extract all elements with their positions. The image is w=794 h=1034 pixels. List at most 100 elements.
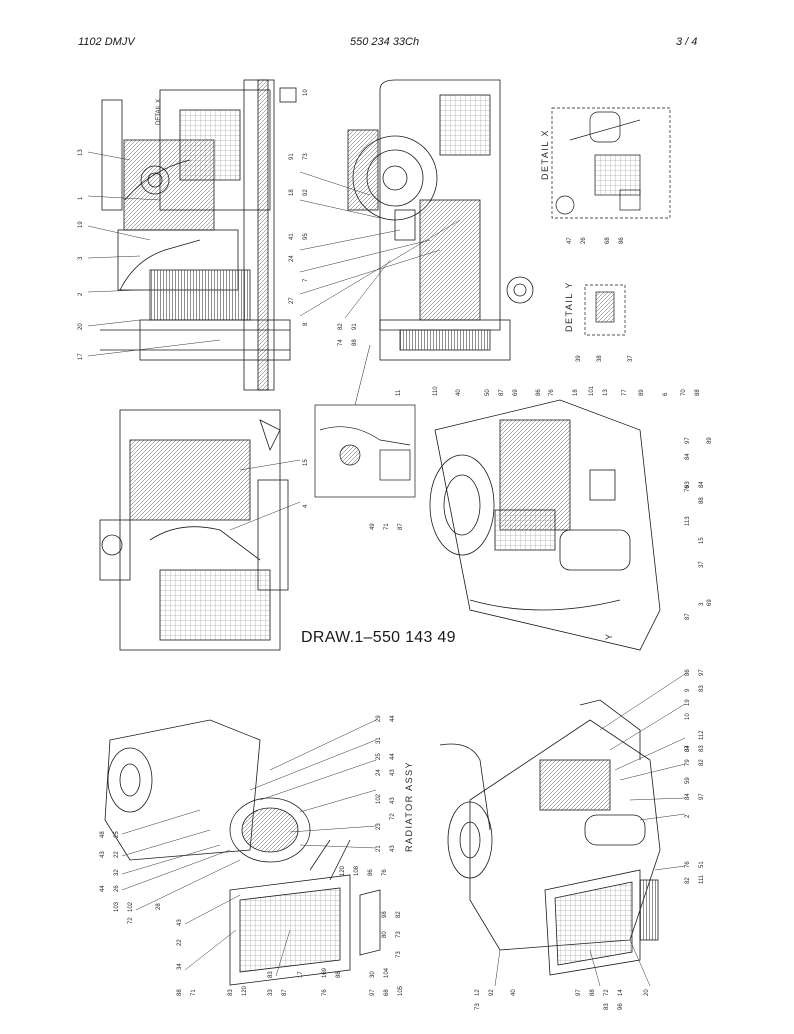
callout-label: 32 (114, 869, 120, 876)
callout-label: 15 (303, 459, 309, 466)
callout-label: 9 (685, 688, 691, 692)
callout-label: 97 (370, 989, 376, 996)
callout-label: 17 (298, 971, 304, 978)
callout-label: 87 (685, 745, 691, 752)
callout-label: 19 (78, 221, 84, 228)
drawing-title: DRAW.1–550 143 49 (301, 629, 456, 646)
callout-label: 71 (384, 523, 390, 530)
callout-label: 72 (128, 917, 134, 924)
callout-label: 98 (382, 911, 388, 918)
callout-label: 88 (336, 971, 342, 978)
callout-label: 12 (475, 989, 481, 996)
callout-label: 59 (685, 777, 691, 784)
callout-label: 73 (396, 951, 402, 958)
callout-label: 169 (322, 967, 328, 978)
callout-label: 83 (268, 971, 274, 978)
callout-label: 11 (396, 389, 402, 396)
header-model: 1102 DMJV (78, 36, 135, 48)
callout-label: 76 (685, 861, 691, 868)
callout-label: 44 (390, 715, 396, 722)
callout-label: 13 (78, 149, 84, 156)
header-part-number: 550 234 33Ch (350, 36, 420, 48)
callout-label: 82 (685, 877, 691, 884)
callout-label: 20 (644, 989, 650, 996)
radiator-title: RADIATOR ASSY (404, 761, 414, 852)
label-group-inset: 11 49 71 87 (370, 389, 404, 530)
callout-label: 96 (618, 1003, 624, 1010)
callout-label: 104 (384, 967, 390, 978)
callout-label: 80 (382, 931, 388, 938)
callout-label: 71 (191, 989, 197, 996)
view-inset (314, 344, 416, 498)
callout-label: 14 (618, 989, 624, 996)
callout-label: 77 (622, 389, 628, 396)
callout-label: 18 (289, 189, 295, 196)
callout-label: 25 (376, 753, 382, 760)
callout-label: 105 (398, 985, 404, 996)
callout-label: 101 (589, 385, 595, 396)
callout-label: 31 (376, 737, 382, 744)
callout-label: 44 (390, 753, 396, 760)
callout-label: 17 (78, 353, 84, 360)
callout-label: 82 (396, 911, 402, 918)
callout-label: 43 (100, 851, 106, 858)
callout-label: 88 (177, 989, 183, 996)
callout-label: 50 (485, 389, 491, 396)
view-isometric-lower (439, 699, 661, 976)
callout-label: 13 (603, 389, 609, 396)
callout-label: 10 (303, 89, 309, 96)
callout-label: 76 (685, 485, 691, 492)
callout-label: 76 (549, 389, 555, 396)
callout-label: 2 (78, 292, 84, 296)
callout-label: 26 (114, 885, 120, 892)
callout-label: 40 (511, 989, 517, 996)
callout-label: 44 (100, 885, 106, 892)
callout-label: 22 (177, 939, 183, 946)
y-marker: Y (604, 632, 614, 640)
callout-label: 10 (685, 713, 691, 720)
callout-label: 26 (581, 237, 587, 244)
callout-label: 92 (489, 989, 495, 996)
callout-label: 23 (376, 823, 382, 830)
label-group-side-2: 15 4 (303, 459, 309, 508)
callout-label: 1 (78, 196, 84, 200)
detail-x-marker: DETAIL X (156, 99, 162, 125)
callout-label: 15 (699, 537, 705, 544)
callout-label: 33 (268, 989, 274, 996)
callout-label: 2 (685, 814, 691, 818)
callout-label: 86 (368, 869, 374, 876)
callout-label: 83 (604, 1003, 610, 1010)
callout-label: 73 (303, 153, 309, 160)
callout-label: 43 (390, 845, 396, 852)
callout-label: 97 (699, 793, 705, 800)
callout-label: 86 (536, 389, 542, 396)
label-group-isometric-top: 110 40 50 87 69 86 76 18 101 13 77 89 6 … (433, 385, 713, 640)
callout-label: 51 (699, 861, 705, 868)
callout-label: 112 (699, 730, 705, 740)
callout-label: 103 (114, 901, 120, 912)
callout-label: 87 (282, 989, 288, 996)
callout-label: 83 (228, 989, 234, 996)
callout-label: 120 (340, 865, 346, 876)
callout-label: 21 (376, 845, 382, 852)
label-group-isometric-lower: 86 97 9 83 19 10 112 87 83 79 84 82 59 8… (475, 669, 705, 1010)
callout-label: 86 (619, 237, 625, 244)
view-front (347, 79, 534, 361)
callout-label: 97 (576, 989, 582, 996)
callout-label: 84 (685, 793, 691, 800)
label-group-front: 91 73 18 92 41 95 24 7 27 8 82 74 91 88 (289, 153, 358, 346)
callout-label: 73 (475, 1003, 481, 1010)
callout-label: 111 (699, 874, 705, 884)
callout-label: 82 (338, 323, 344, 330)
callout-label: 95 (303, 233, 309, 240)
leader-lines-side-elevation (87, 151, 221, 357)
callout-label: 97 (685, 437, 691, 444)
callout-label: 43 (390, 797, 396, 804)
leader-lines-side-2 (229, 459, 301, 531)
callout-label: 37 (628, 355, 634, 362)
callout-label: 83 (699, 685, 705, 692)
callout-label: 43 (390, 769, 396, 776)
label-group-detail-y: DETAIL Y 39 38 37 (564, 281, 634, 362)
callout-label: 76 (382, 869, 388, 876)
callout-label: 43 (177, 919, 183, 926)
